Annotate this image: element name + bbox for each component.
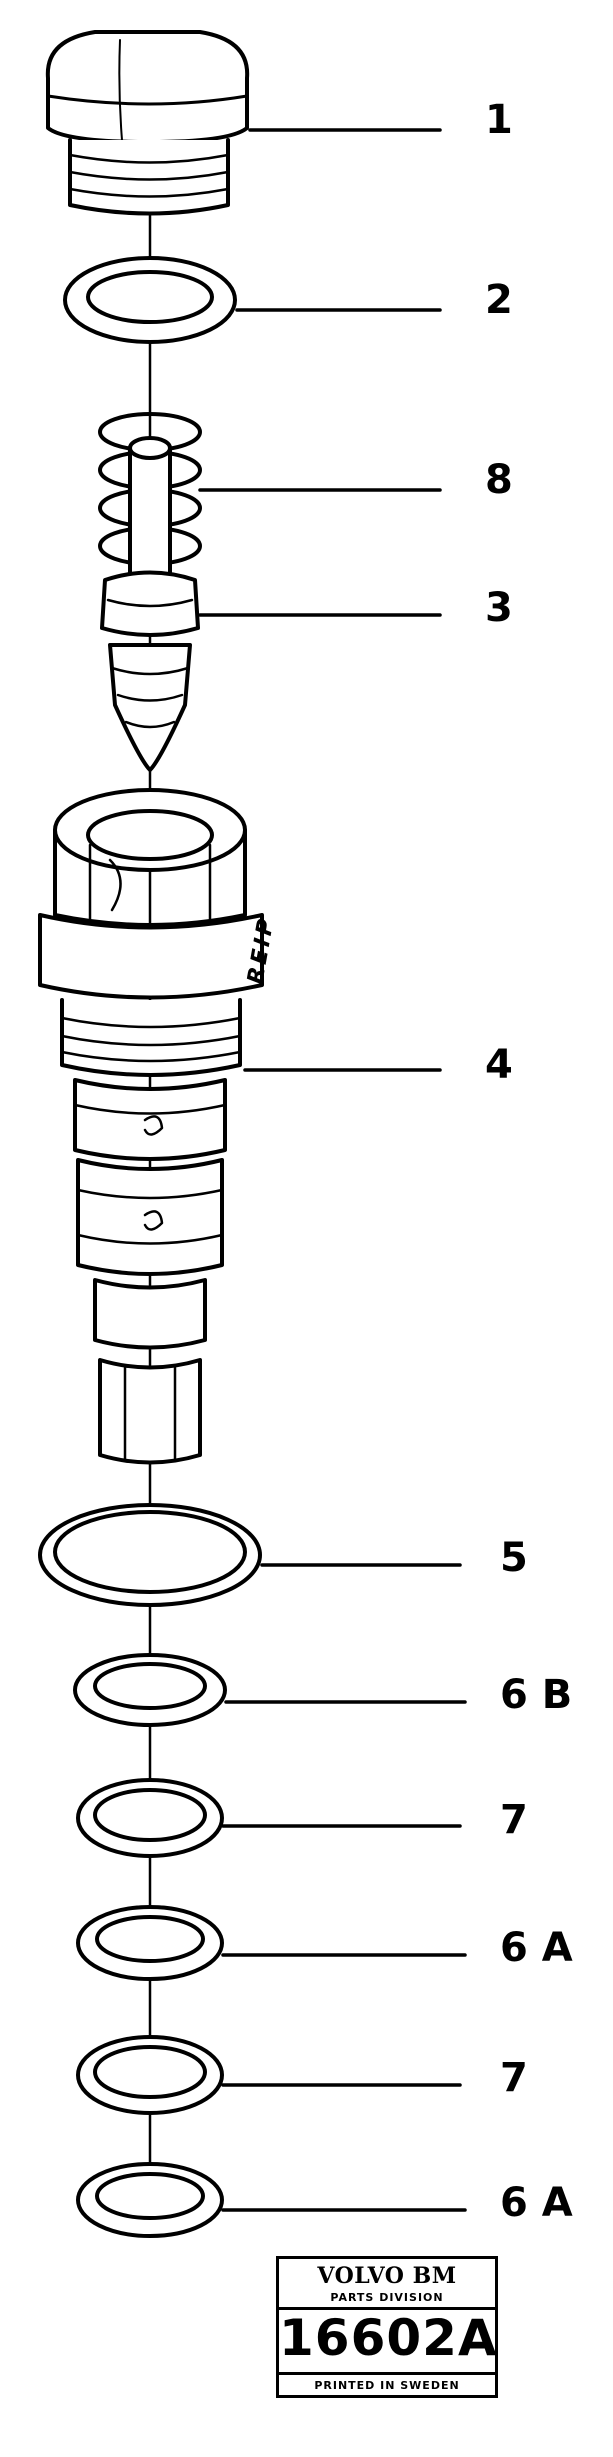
callout-4: 4 — [485, 1042, 513, 1088]
part-7-o-ring-upper — [76, 1778, 224, 1858]
callout-6b: 6 B — [500, 1672, 573, 1718]
part-3-valve-piston — [100, 570, 200, 772]
callout-3: 3 — [485, 585, 513, 631]
part-7-o-ring-lower — [76, 2035, 224, 2115]
callout-7-lower: 7 — [500, 2055, 528, 2101]
callout-6a-lower: 6 A — [500, 2180, 573, 2226]
callout-6a-upper: 6 A — [500, 1925, 573, 1971]
part-2-sealing-ring — [63, 256, 237, 344]
leader-lines — [198, 128, 467, 2212]
callout-2: 2 — [485, 277, 513, 323]
stamp-brand: VOLVO BM — [317, 2263, 457, 2289]
stamp-divider-top — [279, 2307, 495, 2310]
stamp-part-number: 16602A — [279, 2309, 498, 2367]
part-6b-backup-ring — [73, 1653, 227, 1727]
callout-8: 8 — [485, 457, 513, 503]
part-1-plug — [45, 30, 250, 216]
parts-division-stamp: VOLVO BM PARTS DIVISION 16602A PRINTED I… — [276, 2256, 498, 2398]
part-4-valve-body — [38, 788, 264, 1465]
stamp-printed: PRINTED IN SWEDEN — [314, 2379, 460, 2392]
callout-7-upper: 7 — [500, 1797, 528, 1843]
part-8-spring — [98, 412, 202, 587]
part-5-o-ring — [38, 1503, 262, 1607]
part-6a-backup-ring-lower — [76, 2162, 224, 2238]
callout-1: 1 — [485, 97, 513, 143]
stamp-division: PARTS DIVISION — [330, 2291, 444, 2304]
part-6a-backup-ring-upper — [76, 1905, 224, 1981]
stamp-divider-bottom — [279, 2372, 495, 2375]
callout-5: 5 — [500, 1535, 528, 1581]
